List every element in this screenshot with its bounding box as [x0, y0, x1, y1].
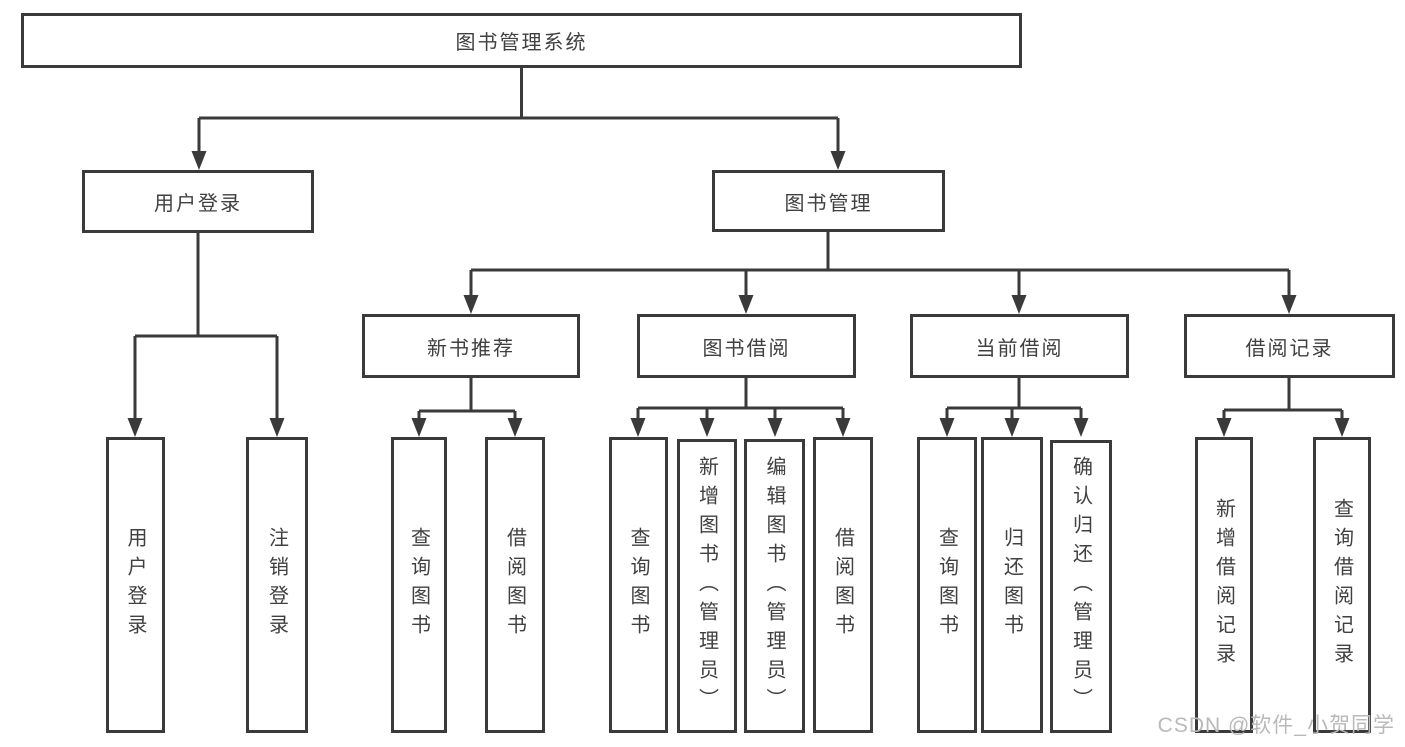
- node-add-borrow-record: 新增借阅记录: [1195, 437, 1253, 733]
- node-borrow-books-recommend-label: 借阅图书: [503, 527, 526, 643]
- node-current-borrow: 当前借阅: [910, 314, 1129, 378]
- node-query-books-current-label: 查询图书: [935, 527, 958, 643]
- node-query-books-borrow: 查询图书: [609, 437, 668, 733]
- node-book-borrow-label: 图书借阅: [702, 337, 791, 360]
- node-confirm-return-admin-label: 确认归还（管理员）: [1069, 456, 1092, 717]
- node-add-book-admin: 新增图书（管理员）: [677, 439, 737, 733]
- node-user-login: 用户登录: [82, 170, 314, 233]
- node-logout-label: 注销登录: [265, 527, 288, 643]
- node-borrow-records-label: 借阅记录: [1245, 337, 1334, 360]
- node-add-borrow-record-label: 新增借阅记录: [1212, 498, 1235, 672]
- node-current-borrow-label: 当前借阅: [975, 337, 1064, 360]
- node-book-management-label: 图书管理: [784, 192, 873, 215]
- node-library-system-label: 图书管理系统: [455, 32, 588, 54]
- node-borrow-records: 借阅记录: [1184, 314, 1395, 378]
- node-query-books-current: 查询图书: [917, 437, 977, 733]
- node-return-book: 归还图书: [981, 437, 1043, 733]
- node-borrow-books-recommend: 借阅图书: [485, 437, 545, 733]
- node-new-book-recommend: 新书推荐: [362, 314, 580, 378]
- node-new-book-recommend-label: 新书推荐: [427, 337, 515, 360]
- node-user-login-leaf-label: 用户登录: [124, 527, 146, 643]
- node-user-login-label: 用户登录: [154, 193, 242, 215]
- node-query-books-recommend-label: 查询图书: [407, 527, 430, 643]
- node-user-login-leaf: 用户登录: [106, 437, 165, 733]
- arrowheads: [127, 151, 1350, 437]
- node-return-book-label: 归还图书: [1000, 527, 1023, 643]
- node-query-borrow-record-label: 查询借阅记录: [1330, 498, 1353, 672]
- node-confirm-return-admin: 确认归还（管理员）: [1050, 440, 1112, 733]
- node-query-books-borrow-label: 查询图书: [627, 527, 649, 643]
- node-logout: 注销登录: [246, 437, 308, 733]
- node-book-management: 图书管理: [712, 170, 945, 232]
- node-book-borrow: 图书借阅: [637, 314, 856, 378]
- node-edit-book-admin: 编辑图书（管理员）: [744, 439, 805, 733]
- node-edit-book-admin-label: 编辑图书（管理员）: [763, 455, 785, 717]
- csdn-watermark: CSDN @软件_小贺同学: [1157, 714, 1395, 737]
- node-borrow-books-leaf: 借阅图书: [813, 437, 873, 733]
- node-library-system: 图书管理系统: [21, 13, 1022, 68]
- node-borrow-books-leaf-label: 借阅图书: [831, 527, 854, 643]
- node-query-books-recommend: 查询图书: [391, 437, 447, 733]
- node-query-borrow-record: 查询借阅记录: [1313, 437, 1371, 733]
- node-add-book-admin-label: 新增图书（管理员）: [695, 455, 718, 717]
